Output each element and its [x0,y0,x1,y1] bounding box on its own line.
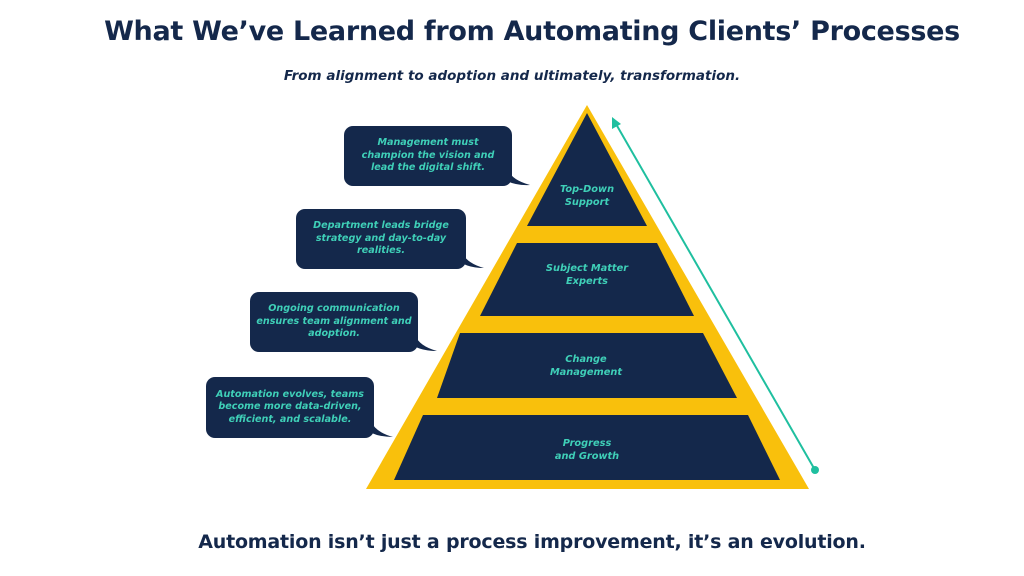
layer-label-line: Progress [562,438,612,449]
layer-label-top-down-support: Top-Down Support [507,183,667,209]
page-subtitle: From alignment to adoption and ultimatel… [283,68,741,84]
layer-label-line: Management [549,367,623,378]
pyramid-layer-2 [480,243,694,316]
layer-label-line: Support [564,197,610,208]
layer-label-line: Subject Matter [545,263,629,274]
callout-top-down-support: Management must champion the vision and … [361,137,495,174]
layer-label-change-management: Change Management [506,353,666,379]
callout-progress-growth: Automation evolves, teams become more da… [216,388,364,425]
layer-label-line: Top-Down [559,184,615,195]
pyramid-layer-3 [437,333,737,398]
callout-change-management: Ongoing communication ensures team align… [256,303,412,340]
footer-tagline: Automation isn’t just a process improvem… [198,531,866,553]
layer-label-line: Experts [565,276,608,287]
layer-label-progress-growth: Progress and Growth [507,437,667,463]
page-title: What We’ve Learned from Automating Clien… [104,16,960,47]
callout-subject-matter-experts: Department leads bridge strategy and day… [313,220,449,257]
layer-label-subject-matter-experts: Subject Matter Experts [507,262,667,288]
pyramid-layer-1 [527,113,647,226]
upward-arrow-icon [612,117,819,474]
layer-label-line: and Growth [554,451,620,462]
layer-label-line: Change [565,354,607,365]
pyramid-layer-4 [394,415,780,480]
